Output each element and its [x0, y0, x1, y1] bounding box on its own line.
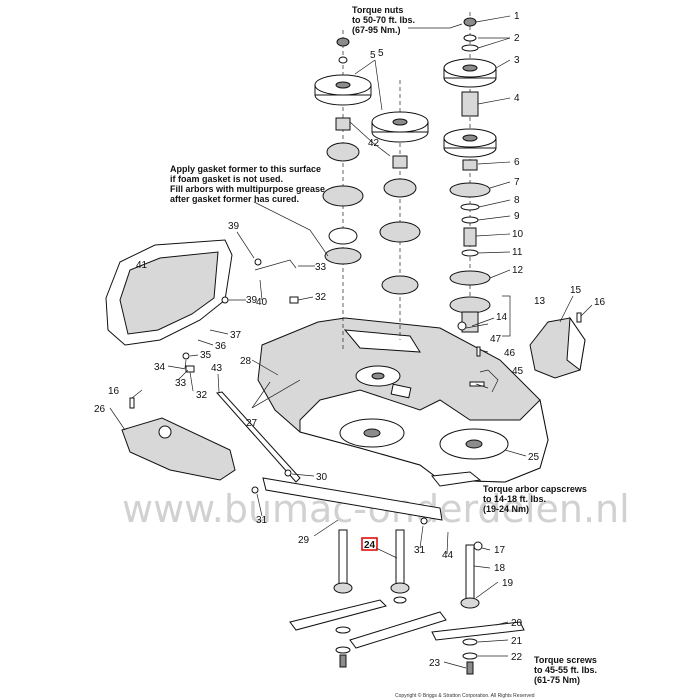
callout-18: 18 — [494, 563, 506, 574]
callout-10: 10 — [512, 229, 524, 240]
callout-31a: 31 — [256, 515, 268, 526]
hardware — [129, 258, 582, 551]
callout-43: 43 — [211, 363, 223, 374]
callout-35: 35 — [200, 350, 212, 361]
right-arbor-stack — [443, 12, 497, 333]
callout-31b: 31 — [414, 545, 426, 556]
callout-37: 37 — [230, 330, 242, 341]
callout-7: 7 — [514, 177, 520, 188]
note-torque-nuts: Torque nuts to 50-70 ft. lbs. (67-95 Nm.… — [352, 5, 418, 35]
callout-36: 36 — [215, 341, 227, 352]
callout-44: 44 — [442, 550, 454, 561]
callout-8: 8 — [514, 195, 520, 206]
blade-right — [431, 621, 525, 641]
callout-numbers: 1 2 3 4 5 5 6 7 8 9 10 11 12 13 14 15 16… — [94, 11, 606, 669]
callout-45: 45 — [512, 366, 524, 377]
callout-39b: 39 — [246, 295, 258, 306]
callout-4: 4 — [514, 93, 520, 104]
callout-25: 25 — [528, 452, 540, 463]
rear-shield — [121, 417, 236, 481]
callout-19: 19 — [502, 578, 514, 589]
highlight-box-24 — [361, 537, 378, 551]
callout-11: 11 — [512, 247, 523, 258]
callout-42: 42 — [368, 138, 380, 149]
callout-13: 13 — [534, 296, 546, 307]
callout-9: 9 — [514, 211, 520, 222]
callout-29: 29 — [298, 535, 310, 546]
callout-30: 30 — [316, 472, 328, 483]
callout-46: 46 — [504, 348, 516, 359]
spindle-left — [333, 529, 353, 668]
callout-28: 28 — [240, 356, 252, 367]
callout-16b: 16 — [108, 386, 120, 397]
callout-17: 17 — [494, 545, 506, 556]
callout-32b: 32 — [196, 390, 208, 401]
callout-2: 2 — [514, 33, 520, 44]
copyright: Copyright © Briggs & Stratton Corporatio… — [395, 692, 535, 699]
deck-skirt — [216, 391, 443, 521]
callout-5a: 5 — [378, 48, 384, 59]
leader-lines — [109, 15, 593, 669]
left-arbor-stack — [314, 30, 372, 350]
callout-41: 41 — [136, 260, 148, 271]
callout-21: 21 — [511, 636, 523, 647]
callout-33b: 33 — [175, 378, 187, 389]
callout-32a: 32 — [315, 292, 327, 303]
note-gasket: Apply gasket former to this surface if f… — [170, 164, 328, 204]
callout-39a: 39 — [228, 221, 240, 232]
callout-5b: 5 — [370, 50, 376, 61]
callout-12: 12 — [512, 265, 524, 276]
callout-33a: 33 — [315, 262, 327, 273]
callout-23: 23 — [429, 658, 441, 669]
callout-20: 20 — [511, 618, 523, 629]
callout-26: 26 — [94, 404, 106, 415]
callout-1: 1 — [514, 11, 520, 22]
arbor-cover — [529, 316, 586, 379]
callout-40: 40 — [256, 297, 268, 308]
callout-6: 6 — [514, 157, 520, 168]
mounting-rod — [254, 259, 297, 271]
callout-3: 3 — [514, 55, 520, 66]
front-shield — [105, 239, 233, 346]
callout-22: 22 — [511, 652, 523, 663]
callout-34: 34 — [154, 362, 166, 373]
spindle-center — [390, 529, 410, 604]
callout-16a: 16 — [594, 297, 606, 308]
note-arbor-capscrews: Torque arbor capscrews to 14-18 ft. lbs.… — [483, 484, 589, 514]
blade-center — [349, 611, 447, 649]
callout-24: 24 — [364, 540, 376, 551]
center-arbor-stack — [371, 80, 429, 340]
mower-deck-shell — [257, 317, 549, 487]
blade-left — [289, 599, 387, 631]
callout-14: 14 — [496, 312, 508, 323]
note-torque-screws: Torque screws to 45-55 ft. lbs. (61-75 N… — [534, 655, 600, 685]
callout-27: 27 — [246, 418, 258, 429]
callout-15: 15 — [570, 285, 582, 296]
callout-47: 47 — [490, 334, 502, 345]
spindle-right — [460, 544, 480, 675]
